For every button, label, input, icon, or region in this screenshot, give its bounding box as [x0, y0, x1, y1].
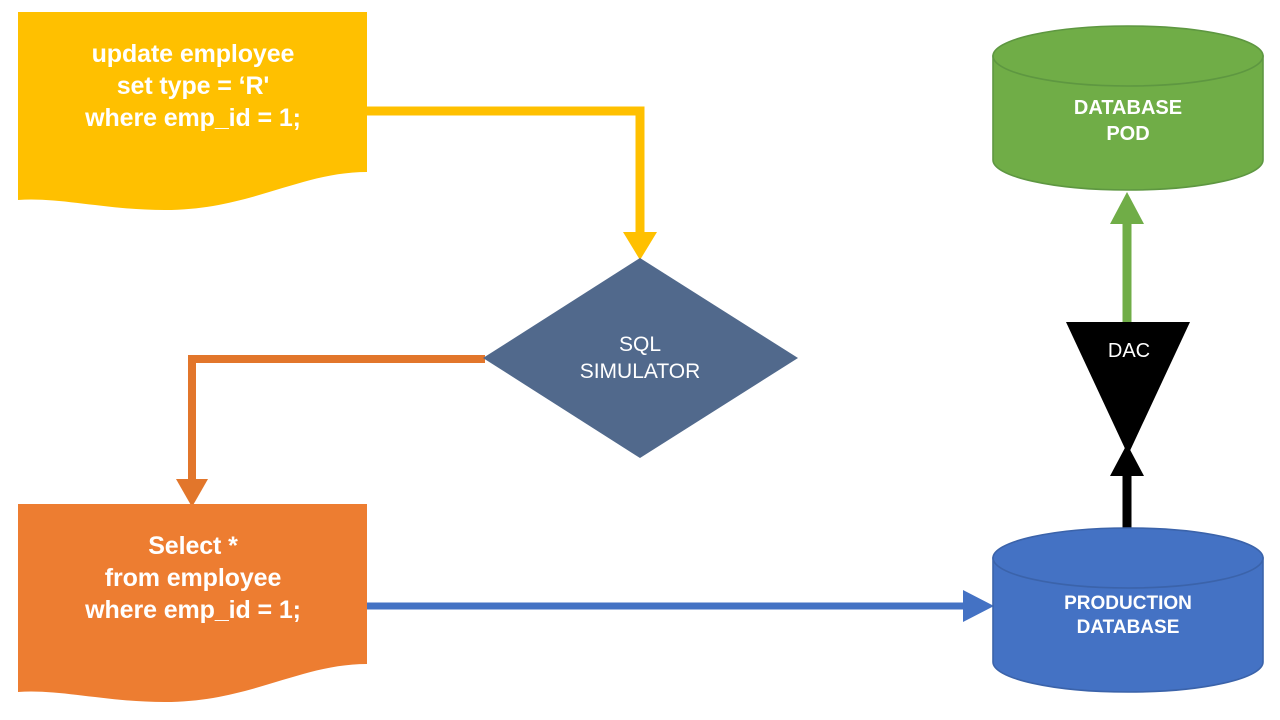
database-pod-cylinder[interactable] — [992, 25, 1264, 191]
update-sql-wave[interactable] — [18, 12, 367, 210]
simulator-to-select-arrow[interactable] — [176, 355, 485, 507]
production-to-dac-arrow[interactable] — [1110, 444, 1144, 530]
update-to-simulator-arrow[interactable] — [367, 106, 657, 260]
sql-simulator-diamond[interactable] — [483, 258, 798, 458]
dac-to-pod-arrow[interactable] — [1110, 192, 1144, 322]
dac-triangle[interactable] — [1066, 322, 1190, 455]
production-database-cylinder[interactable] — [992, 527, 1264, 693]
select-sql-wave[interactable] — [18, 504, 367, 702]
select-to-production-arrow[interactable] — [366, 590, 994, 622]
